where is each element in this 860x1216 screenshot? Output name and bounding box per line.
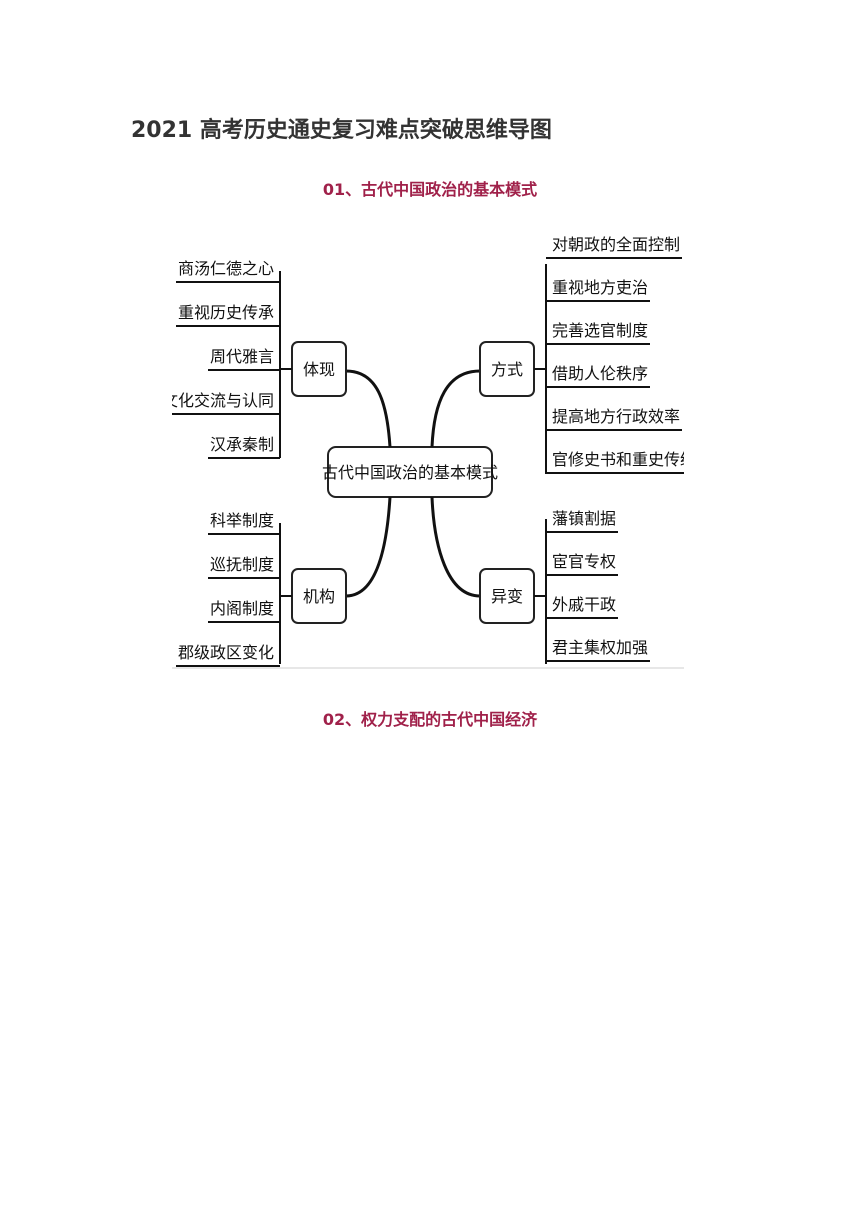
connector-center-top-left xyxy=(345,369,392,448)
center-node-label: 古代中国政治的基本模式 xyxy=(322,463,498,482)
leaf-item: 君主集权加强 xyxy=(552,638,648,657)
leaf-item: 商汤仁德之心 xyxy=(178,259,274,278)
leaf-item: 汉承秦制 xyxy=(210,435,274,454)
leaf-item: 对朝政的全面控制 xyxy=(552,235,680,254)
bracket-top-left xyxy=(279,271,292,458)
leaf-item: 提高地方行政效率 xyxy=(552,407,680,426)
branch-node-bottom-left-label: 机构 xyxy=(303,587,335,606)
connector-center-top-right xyxy=(430,369,481,448)
bracket-bottom-right xyxy=(534,519,547,664)
leaf-item: 郡级政区变化 xyxy=(178,643,274,662)
branch-node-top-right-label: 方式 xyxy=(491,360,523,379)
bracket-top-right xyxy=(534,264,547,474)
leaf-item: 借助人伦秩序 xyxy=(552,364,648,383)
leaf-item: 周代雅言 xyxy=(210,347,274,366)
connector-center-bottom-left xyxy=(345,496,392,598)
leaf-item: 藩镇割据 xyxy=(552,509,616,528)
bracket-bottom-left xyxy=(279,523,292,664)
leaf-item: 内阁制度 xyxy=(210,599,274,618)
section-heading-1: 01、古代中国政治的基本模式 xyxy=(322,180,538,199)
leaf-item: 文化交流与认同 xyxy=(172,391,274,410)
leaf-item: 重视历史传承 xyxy=(178,303,274,322)
leaves-top-right: 对朝政的全面控制重视地方吏治完善选官制度借助人伦秩序提高地方行政效率官修史书和重… xyxy=(546,235,684,474)
document-title: 2021 高考历史通史复习难点突破思维导图 xyxy=(131,118,552,143)
leaf-item: 完善选官制度 xyxy=(552,321,648,340)
connector-center-bottom-right xyxy=(430,496,481,598)
leaf-item: 官修史书和重史传统 xyxy=(552,450,684,469)
leaf-item: 重视地方吏治 xyxy=(552,278,648,297)
branch-node-bottom-right-label: 异变 xyxy=(491,587,523,606)
leaf-item: 科举制度 xyxy=(210,511,274,530)
branch-node-top-left-label: 体现 xyxy=(303,360,335,379)
leaf-item: 外戚干政 xyxy=(552,595,616,614)
mind-map-svg: 古代中国政治的基本模式 体现 机构 方式 异变 商汤仁德之心重视历史传承周代雅言… xyxy=(172,235,684,669)
mind-map-diagram: 古代中国政治的基本模式 体现 机构 方式 异变 商汤仁德之心重视历史传承周代雅言… xyxy=(172,226,684,670)
section-heading-2: 02、权力支配的古代中国经济 xyxy=(322,710,538,729)
leaf-item: 巡抚制度 xyxy=(210,555,274,574)
leaf-item: 宦官专权 xyxy=(552,552,616,571)
center-node-box xyxy=(327,446,493,498)
